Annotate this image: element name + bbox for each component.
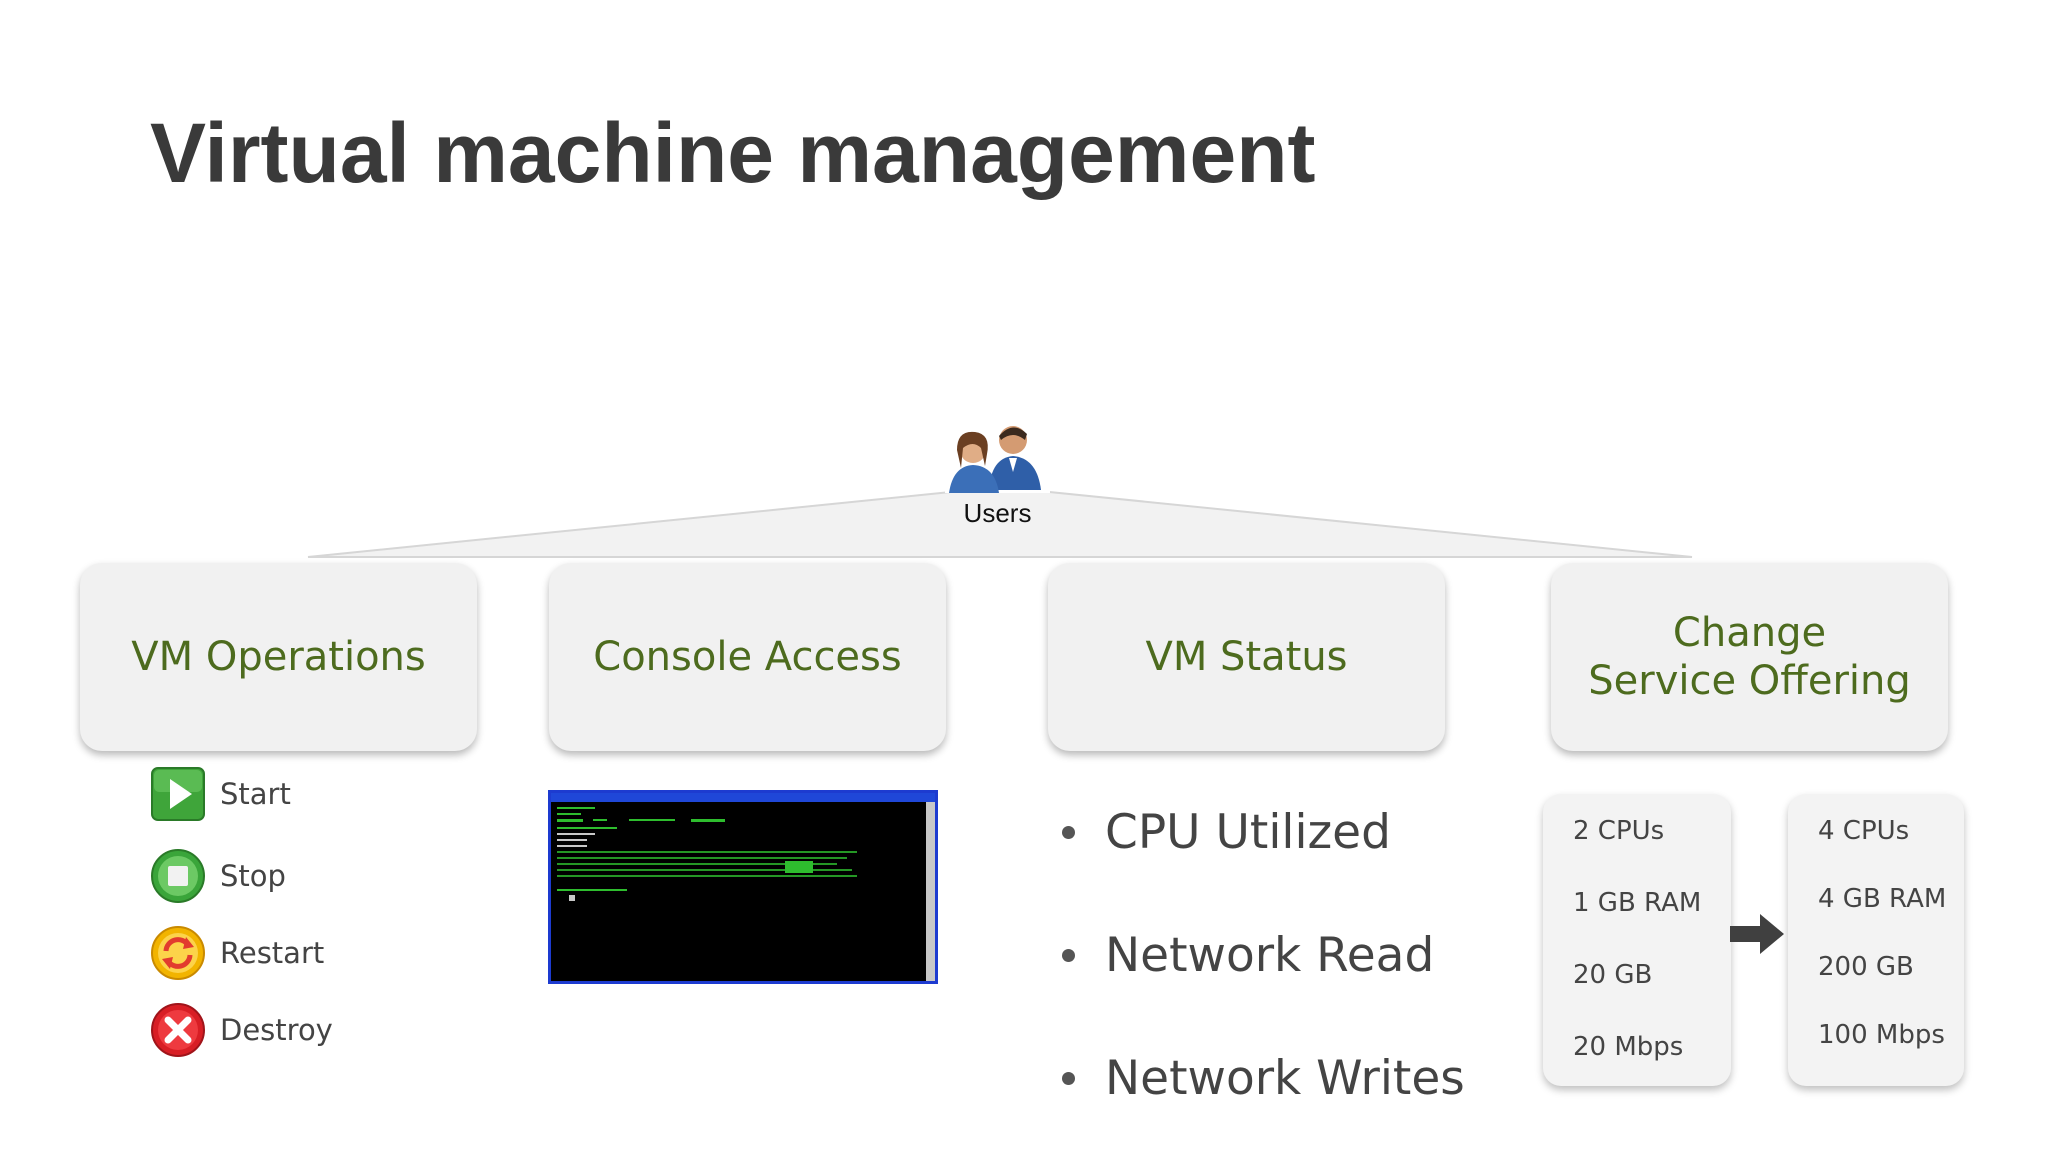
offering-to-cpu: 4 CPUs: [1818, 816, 1910, 846]
destroy-icon: [151, 1003, 205, 1057]
offering-from-card: 2 CPUs 1 GB RAM 20 GB 20 Mbps: [1543, 794, 1731, 1086]
console-access-label: Console Access: [593, 634, 902, 680]
operation-start: Start: [150, 766, 291, 822]
operation-restart: Restart: [150, 925, 324, 981]
operation-restart-label: Restart: [220, 936, 325, 970]
status-item-label: Network Writes: [1105, 1051, 1465, 1106]
status-item-network-read: Network Read: [1062, 928, 1434, 983]
operation-destroy-label: Destroy: [220, 1013, 333, 1047]
offering-to-card: 4 CPUs 4 GB RAM 200 GB 100 Mbps: [1788, 794, 1964, 1086]
restart-icon: [151, 926, 205, 980]
offering-to-disk: 200 GB: [1818, 952, 1914, 982]
users-label: Users: [963, 498, 1032, 528]
status-item-network-writes: Network Writes: [1062, 1051, 1465, 1106]
status-item-label: CPU Utilized: [1105, 805, 1391, 860]
offering-from-ram: 1 GB RAM: [1573, 888, 1702, 918]
stop-icon: [151, 849, 205, 903]
slide-title: Virtual machine management: [150, 106, 1316, 200]
upgrade-arrow-icon: [1730, 914, 1784, 954]
vm-status-box: VM Status: [1048, 563, 1445, 751]
change-service-offering-label: Change Service Offering: [1588, 610, 1911, 704]
bullet-dot: [1062, 949, 1075, 962]
offering-to-network: 100 Mbps: [1818, 1020, 1945, 1050]
offering-to-ram: 4 GB RAM: [1818, 884, 1947, 914]
play-icon: [151, 767, 205, 821]
status-item-cpu: CPU Utilized: [1062, 805, 1391, 860]
operation-stop-label: Stop: [220, 859, 286, 893]
status-item-label: Network Read: [1105, 928, 1435, 983]
offering-from-disk: 20 GB: [1573, 960, 1653, 990]
bullet-dot: [1062, 826, 1075, 839]
console-scrollbar: [926, 802, 935, 981]
change-service-offering-box: Change Service Offering: [1551, 563, 1948, 751]
bullet-dot: [1062, 1072, 1075, 1085]
vm-operations-box: VM Operations: [80, 563, 477, 751]
offering-from-cpu: 2 CPUs: [1573, 816, 1665, 846]
users-icon: [945, 418, 1050, 493]
console-access-box: Console Access: [549, 563, 946, 751]
vm-status-label: VM Status: [1145, 634, 1348, 680]
offering-from-network: 20 Mbps: [1573, 1032, 1684, 1062]
operation-start-label: Start: [220, 777, 291, 811]
operation-destroy: Destroy: [150, 1002, 333, 1058]
operation-stop: Stop: [150, 848, 286, 904]
console-text-art: [557, 807, 857, 901]
vm-operations-label: VM Operations: [131, 634, 426, 680]
console-titlebar: [551, 793, 935, 802]
console-screenshot: [548, 790, 938, 984]
